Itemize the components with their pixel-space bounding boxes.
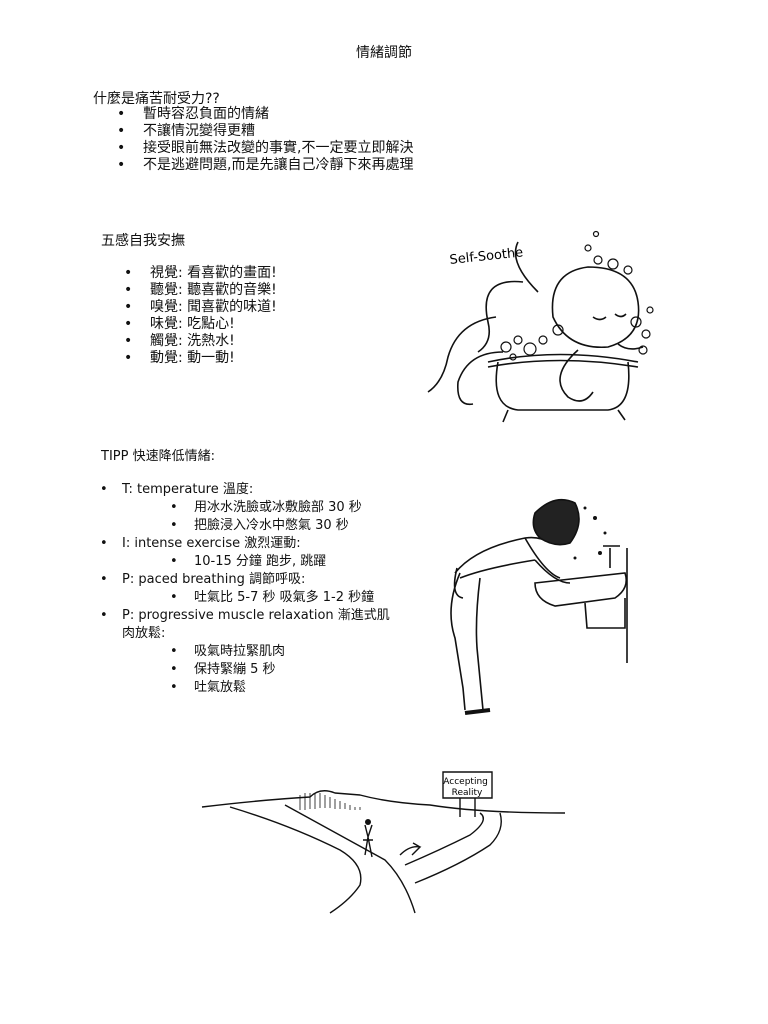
- sub-list-item: 吐氣放鬆: [170, 679, 400, 697]
- self-soothe-label: Self-Soothe: [449, 245, 524, 268]
- face-washing-illustration: [450, 498, 628, 715]
- tipp-item-label: T: temperature 溫度:: [122, 482, 254, 497]
- section1-list: 暫時容忍負面的情緒 不讓情況變得更糟 接受眼前無法改變的事實,不一定要立即解決 …: [117, 106, 413, 174]
- tipp-item-label: P: progressive muscle relaxation 漸進式肌肉放鬆…: [122, 608, 390, 641]
- section2-heading: 五感自我安撫: [101, 233, 185, 249]
- sub-list-item: 用冰水洗臉或冰敷臉部 30 秒: [170, 499, 400, 517]
- section1-heading: 什麼是痛苦耐受力??: [93, 91, 220, 107]
- accepting-reality-road-illustration: Accepting Reality: [201, 771, 566, 914]
- list-item: 味覺: 吃點心!: [124, 316, 277, 333]
- sub-list-item: 10-15 分鐘 跑步, 跳躍: [170, 553, 400, 571]
- sub-list-item: 吸氣時拉緊肌肉: [170, 643, 400, 661]
- sub-list-item: 保持緊繃 5 秒: [170, 661, 400, 679]
- section3-list: T: temperature 溫度: 用冰水洗臉或冰敷臉部 30 秒 把臉浸入冷…: [100, 481, 400, 697]
- list-item: 觸覺: 洗熱水!: [124, 333, 277, 350]
- section2-list: 視覺: 看喜歡的畫面! 聽覺: 聽喜歡的音樂! 嗅覺: 聞喜歡的味道! 味覺: …: [124, 265, 277, 367]
- sub-list-item: 把臉浸入冷水中憋氣 30 秒: [170, 517, 400, 535]
- list-item: 動覺: 動一動!: [124, 350, 277, 367]
- tipp-item-label: I: intense exercise 激烈運動:: [122, 536, 301, 551]
- list-item: 暫時容忍負面的情緒: [117, 106, 413, 123]
- list-item: P: paced breathing 調節呼吸: 吐氣比 5-7 秒 吸氣多 1…: [100, 571, 400, 607]
- list-item: I: intense exercise 激烈運動: 10-15 分鐘 跑步, 跳…: [100, 535, 400, 571]
- tipp-item-label: P: paced breathing 調節呼吸:: [122, 572, 306, 587]
- list-item: 不是逃避問題,而是先讓自己冷靜下來再處理: [117, 157, 413, 174]
- list-item: 視覺: 看喜歡的畫面!: [124, 265, 277, 282]
- sub-list-item: 吐氣比 5-7 秒 吸氣多 1-2 秒鐘: [170, 589, 400, 607]
- page-title: 情緒調節: [356, 45, 412, 61]
- road-sign-text: Accepting Reality: [443, 777, 490, 798]
- list-item: 接受眼前無法改變的事實,不一定要立即解決: [117, 140, 413, 157]
- list-item: P: progressive muscle relaxation 漸進式肌肉放鬆…: [100, 607, 400, 697]
- list-item: T: temperature 溫度: 用冰水洗臉或冰敷臉部 30 秒 把臉浸入冷…: [100, 481, 400, 535]
- list-item: 不讓情況變得更糟: [117, 123, 413, 140]
- octopus-bath-illustration: Self-Soothe: [427, 230, 654, 423]
- section3-heading: TIPP 快速降低情緒:: [101, 449, 215, 464]
- list-item: 聽覺: 聽喜歡的音樂!: [124, 282, 277, 299]
- list-item: 嗅覺: 聞喜歡的味道!: [124, 299, 277, 316]
